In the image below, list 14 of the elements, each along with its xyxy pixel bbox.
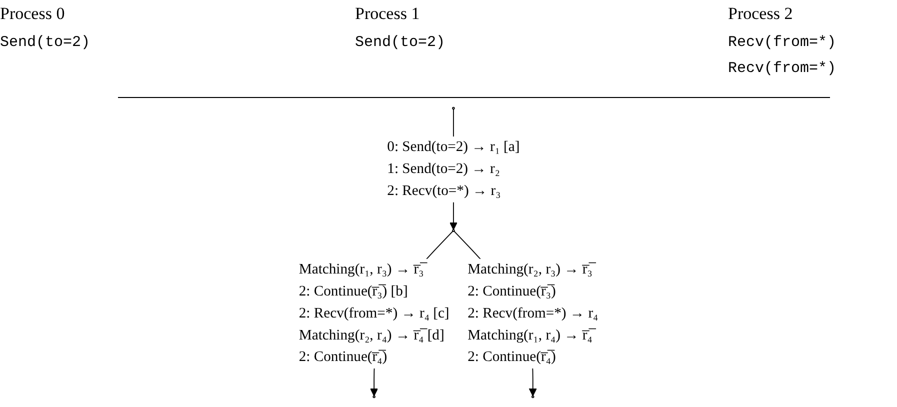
code-label: Recv(from=*) [728, 34, 836, 51]
code-label: Send(to=2) [355, 34, 446, 51]
node-circle [452, 106, 455, 110]
code-label: Send(to=2) [0, 34, 90, 51]
edge-label: 0: Send(to=2) → r₁ [a] 1: Send(to=2) → r₂ 2: Recv(to=*) → r₃ [387, 139, 520, 199]
node-circle [452, 229, 455, 232]
node-circle [532, 395, 534, 398]
column-heading: Process 0 [0, 4, 65, 24]
edge-label: Matching(r₂, r₃) → r̅₃̅ 2: Continue(r̅₃̅) 2: Recv(from=*) → r₄ Matching(r₁, r₄) → r̅₄̅ 2: Continue(r̅₄̅) [468, 262, 598, 365]
node-circle [372, 395, 376, 398]
code-label: Recv(from=*) [728, 60, 836, 77]
edge-label: Matching(r₁, r₃) → r̅₃̅ 2: Continue(r̅₃̅) [b] 2: Recv(from=*) → r₄ [c] Matching(r₂, r₄) → r̅₄̅ [d] 2: Continue(r̅₄̅) [298, 262, 450, 365]
column-heading: Process 2 [728, 4, 793, 24]
column-heading: Process 1 [355, 4, 420, 24]
